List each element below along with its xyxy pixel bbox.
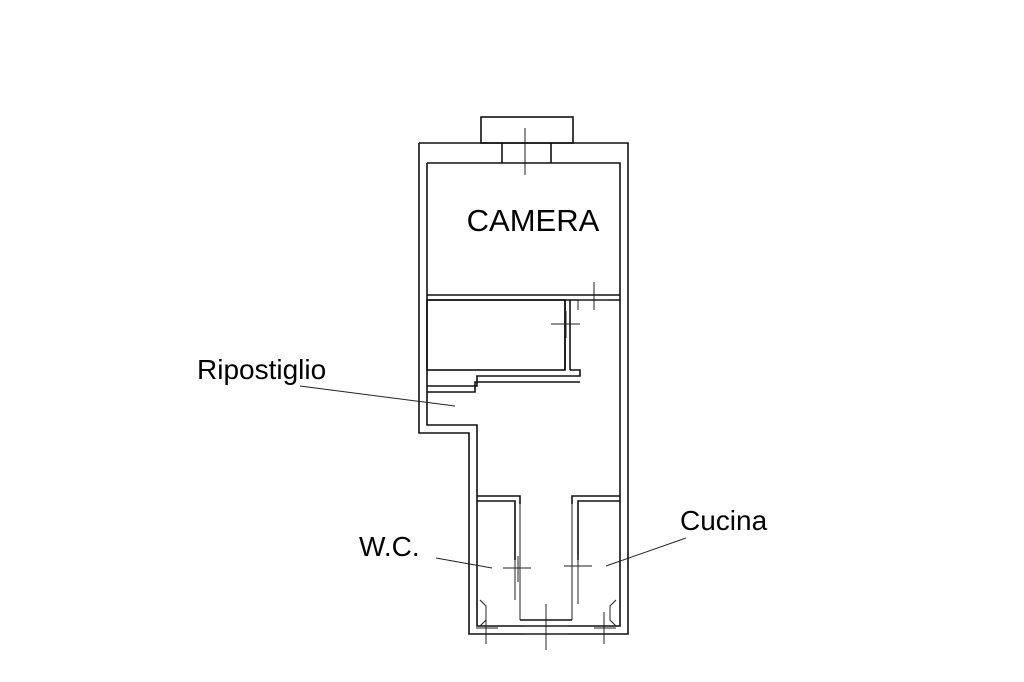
chimney [480, 116, 574, 175]
outer-wall [418, 142, 629, 635]
ripostiglio-label: Ripostiglio [197, 354, 326, 385]
camera-label: CAMERA [467, 203, 600, 238]
wc-label: W.C. [359, 531, 420, 562]
cucina-label: Cucina [680, 505, 768, 536]
wc-room [435, 495, 531, 644]
cucina-room [564, 495, 687, 644]
ripostiglio-room [299, 299, 581, 407]
entrance-door [520, 604, 572, 650]
camera-room [427, 282, 620, 310]
